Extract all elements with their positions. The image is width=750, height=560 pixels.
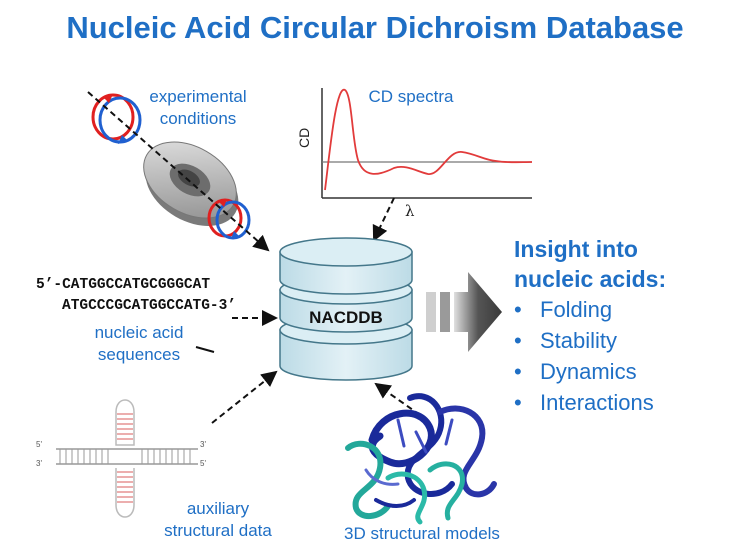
auxiliary-arrow xyxy=(211,370,278,424)
circular-polarization-icon xyxy=(91,93,142,144)
database-cylinder-icon xyxy=(279,237,413,381)
nucleic-acid-sequences-label: nucleic acid sequences xyxy=(74,322,204,366)
circular-polarization-icon xyxy=(207,198,251,240)
insight-item: Stability xyxy=(514,325,744,356)
hairpin-label-bottom-left: 3' xyxy=(36,459,42,468)
cd-spectra-label: CD spectra xyxy=(368,87,454,106)
insight-item: Folding xyxy=(514,294,744,325)
insight-panel: Insight into nucleic acids: Folding Stab… xyxy=(514,234,744,418)
hairpin-label-bottom-right: 5' xyxy=(200,459,206,468)
sequences-label-line1: nucleic acid xyxy=(94,323,184,342)
page-title: Nucleic Acid Circular Dichroism Database xyxy=(66,10,684,45)
hairpin-label-top-left: 5' xyxy=(36,440,42,449)
sequences-label-line2: sequences xyxy=(97,345,181,364)
insight-item: Dynamics xyxy=(514,356,744,387)
experimental-label-line1: experimental xyxy=(149,87,247,106)
sequence-line-1: 5’-CATGGCCATGCGGGCAT xyxy=(36,277,211,293)
sequence-line-2: ATGCCCGCATGGCCATG-3’ xyxy=(62,298,237,314)
experimental-conditions-label: experimental conditions xyxy=(138,86,258,130)
cd-spectrum-curve xyxy=(324,89,533,191)
separator-mark xyxy=(195,346,215,353)
auxiliary-label-line2: structural data xyxy=(164,521,272,540)
hairpin-label-top-right: 3' xyxy=(200,440,206,449)
insight-item: Interactions xyxy=(514,387,744,418)
arrow-right-icon xyxy=(426,272,502,352)
models-arrow xyxy=(374,382,421,416)
auxiliary-label-line1: auxiliary xyxy=(186,499,250,518)
protein-dna-model-icon xyxy=(345,393,497,525)
cd-spectrum-plot xyxy=(321,88,533,199)
hairpin-structure-icon xyxy=(56,399,198,518)
insight-title-line2: nucleic acids: xyxy=(514,266,667,292)
cd-axis-x-label: λ xyxy=(405,202,415,220)
experimental-label-line2: conditions xyxy=(159,109,237,128)
auxiliary-structural-data-label: auxiliary structural data xyxy=(148,498,288,542)
3d-structural-models-label: 3D structural models xyxy=(344,524,500,543)
polarizer-disc-icon xyxy=(143,141,239,226)
insight-list: Folding Stability Dynamics Interactions xyxy=(514,294,744,418)
database-label: NACDDB xyxy=(309,308,383,327)
insight-title-line1: Insight into xyxy=(514,236,638,262)
cd-axis-y-label: CD xyxy=(296,127,312,148)
spectra-arrow xyxy=(372,197,395,242)
